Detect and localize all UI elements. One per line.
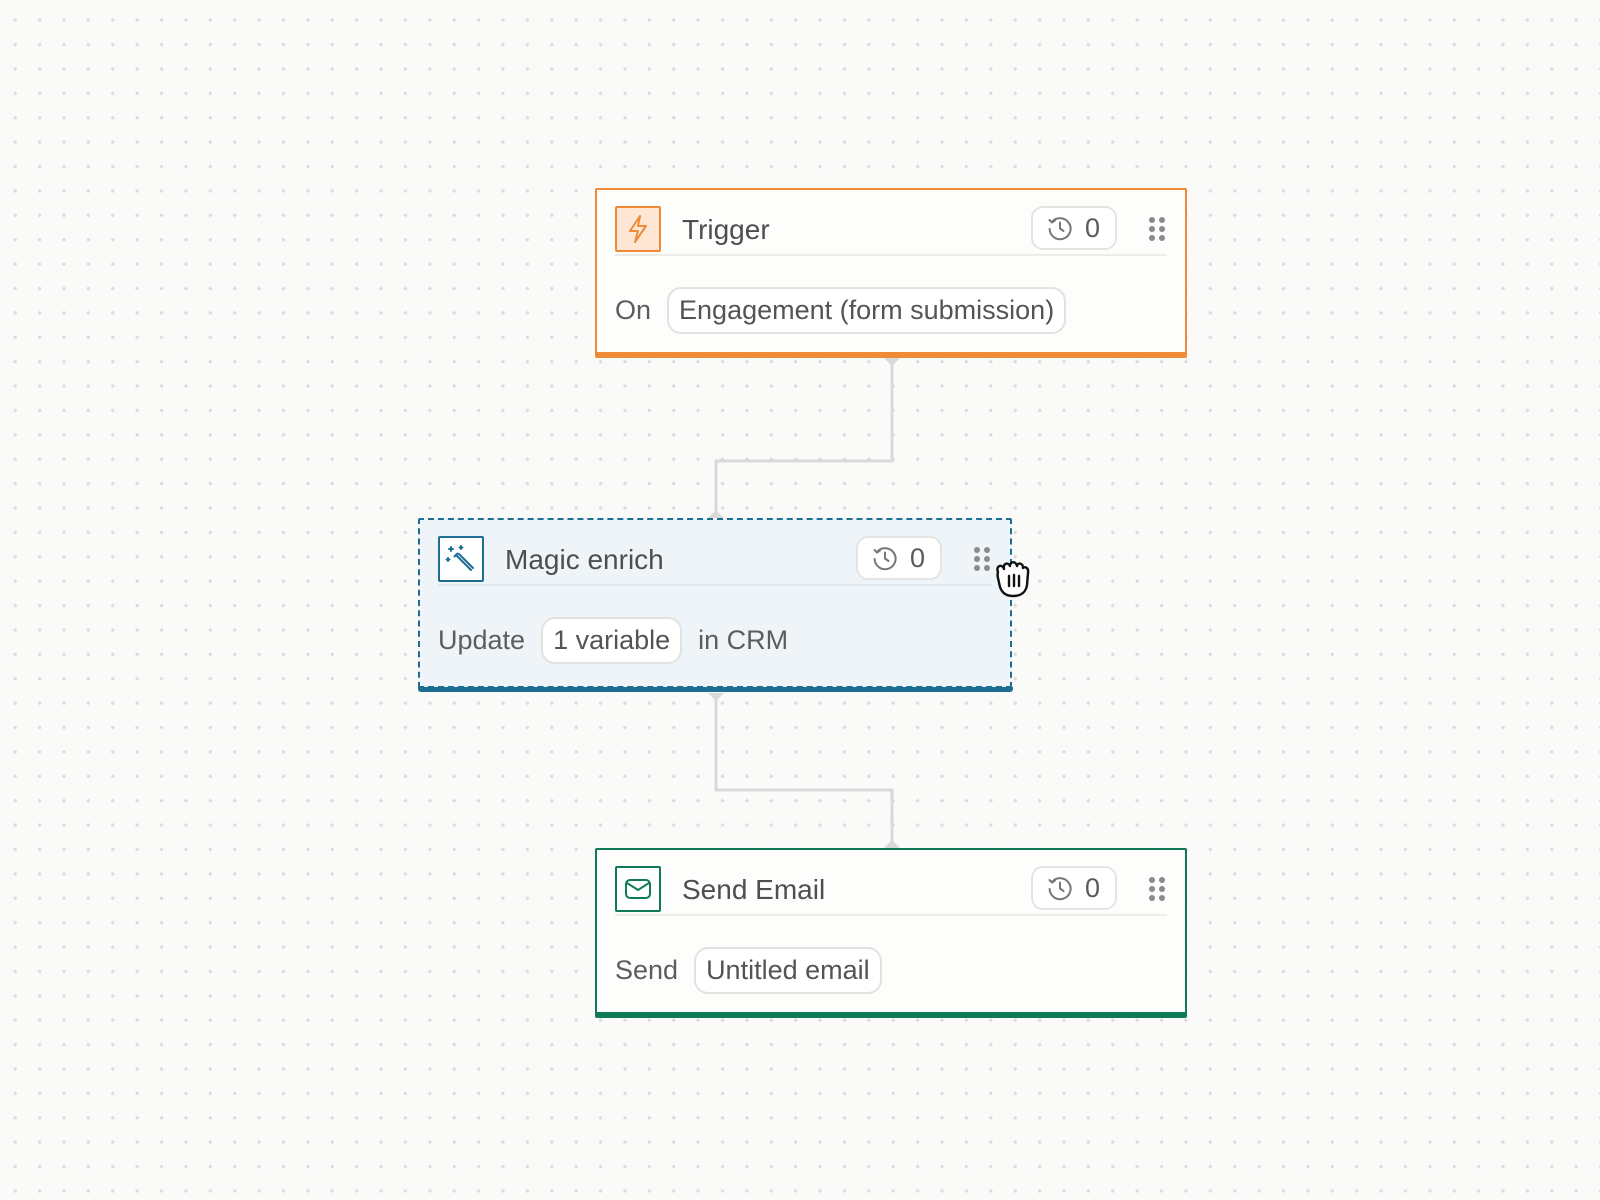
send-email-run-count-value: 0	[1085, 872, 1101, 903]
connector-anchor-trigger-out	[884, 358, 900, 366]
magic-enrich-node-body: Update 1 variable in CRM	[438, 616, 992, 664]
magic-enrich-node-title: Magic enrich	[505, 544, 664, 575]
send-email-node-header: Send Email 0	[615, 866, 1167, 916]
trigger-event-chip[interactable]: Engagement (form submission)	[667, 286, 1067, 334]
connector-anchor-enrich-in	[708, 510, 724, 518]
drag-handle-icon[interactable]	[972, 546, 992, 572]
magic-enrich-body-suffix: in CRM	[698, 624, 789, 655]
connector-enrich-to-email	[714, 694, 894, 844]
drag-handle-icon[interactable]	[1147, 876, 1167, 902]
trigger-body-prefix: On	[615, 294, 652, 325]
connector-anchor-email-in	[884, 840, 900, 848]
magic-enrich-body-prefix: Update	[438, 624, 526, 655]
magic-enrich-run-count-badge[interactable]: 0	[856, 536, 942, 580]
trigger-node-header: Trigger 0	[615, 206, 1167, 256]
drag-handle-icon[interactable]	[1147, 216, 1167, 242]
history-clock-icon	[1047, 875, 1073, 901]
magic-enrich-run-count-value: 0	[910, 542, 926, 573]
send-email-node-body: Send Untitled email	[615, 946, 1167, 994]
trigger-run-count-badge[interactable]: 0	[1031, 206, 1117, 250]
trigger-node-body: On Engagement (form submission)	[615, 286, 1167, 334]
trigger-node-title: Trigger	[682, 214, 770, 245]
trigger-node[interactable]: Trigger 0 On Engagement (form	[595, 188, 1187, 358]
lightning-bolt-icon	[615, 206, 661, 252]
magic-enrich-node[interactable]: Magic enrich 0 Update 1 variab	[417, 518, 1013, 692]
send-email-node[interactable]: Send Email 0 Send Untitled ema	[595, 848, 1187, 1018]
connector-trigger-to-enrich	[714, 362, 894, 514]
history-clock-icon	[872, 545, 898, 571]
send-email-node-title: Send Email	[682, 874, 826, 905]
send-email-body-prefix: Send	[615, 954, 679, 985]
connector-anchor-enrich-out	[708, 693, 724, 701]
magic-wand-icon	[438, 536, 484, 582]
history-clock-icon	[1047, 215, 1073, 241]
send-email-template-chip[interactable]: Untitled email	[694, 946, 882, 994]
trigger-run-count-value: 0	[1085, 212, 1101, 243]
send-email-run-count-badge[interactable]: 0	[1031, 866, 1117, 910]
envelope-icon	[615, 866, 661, 912]
magic-enrich-node-header: Magic enrich 0	[438, 536, 992, 586]
magic-enrich-variable-chip[interactable]: 1 variable	[541, 616, 683, 664]
